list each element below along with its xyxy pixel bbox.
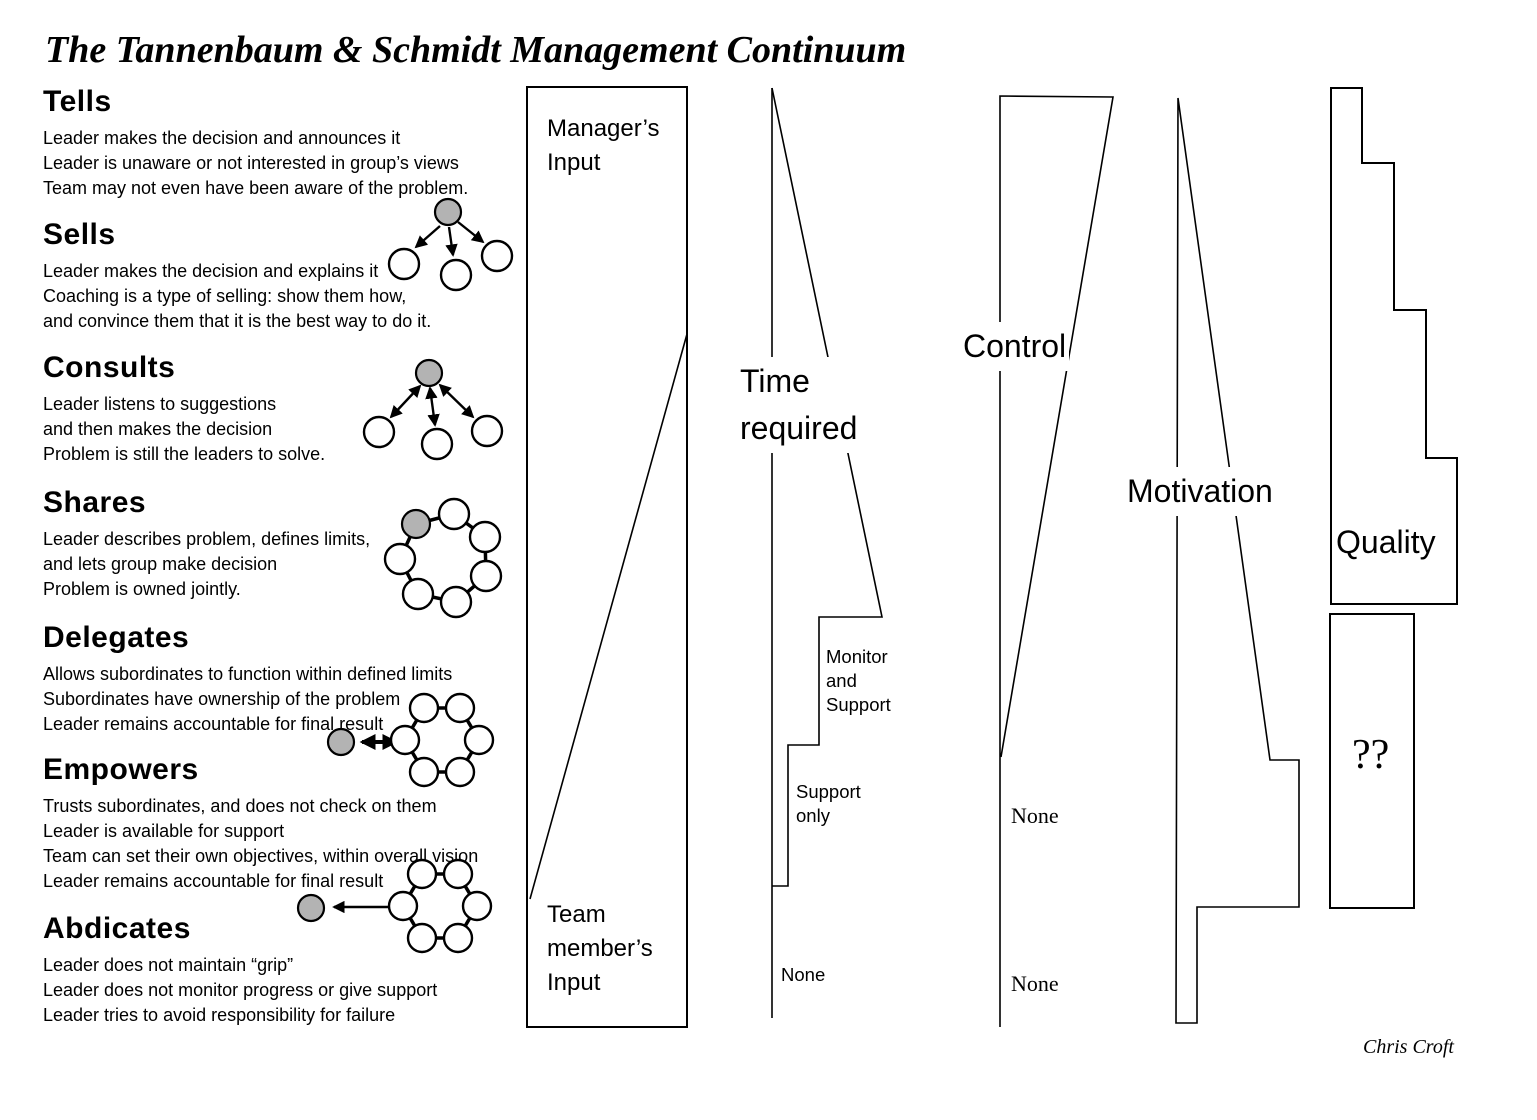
member-node-icon [362, 415, 396, 449]
motivation-label: Motivation [1124, 467, 1276, 516]
style-name-consults: Consults [43, 351, 176, 384]
leader-node-icon [400, 508, 432, 540]
member-node-icon [387, 890, 419, 922]
team-members-input-label: Team member’s Input [547, 901, 653, 996]
page-title: The Tannenbaum & Schmidt Management Cont… [45, 29, 907, 71]
style-line: Subordinates have ownership of the probl… [43, 689, 401, 709]
style-line: Team can set their own objectives, withi… [43, 846, 479, 866]
control-shape [999, 95, 1114, 1027]
monitor-and-support-label: Monitor and Support [826, 646, 891, 715]
leader-node-icon [433, 197, 463, 227]
tells-network-icon [387, 197, 514, 292]
member-node-icon [439, 585, 473, 619]
input-column-shape [526, 86, 688, 1028]
time-none-label: None [781, 964, 826, 985]
style-name-shares: Shares [43, 486, 147, 519]
member-node-icon [420, 427, 454, 461]
style-name-sells: Sells [43, 218, 116, 251]
member-node-icon [468, 520, 502, 554]
style-line: Leader makes the decision and explains i… [43, 261, 379, 281]
style-line: Leader listens to suggestions [43, 394, 277, 414]
section-shares: Shares Leader describes problem, defines… [43, 486, 513, 602]
style-line: Problem is owned jointly. [43, 579, 241, 599]
member-node-icon [408, 756, 440, 788]
style-line: Leader tries to avoid responsibility for… [43, 1005, 396, 1025]
abdicates-ring-icon [296, 858, 493, 954]
section-tells: Tells Leader makes the decision and anno… [43, 85, 513, 201]
style-line: Leader is available for support [43, 821, 285, 841]
style-name-abdicates: Abdicates [43, 912, 191, 945]
section-delegates: Delegates Allows subordinates to functio… [43, 621, 513, 737]
style-line: Leader does not monitor progress or give… [43, 980, 438, 1000]
shares-ring-icon [383, 497, 503, 619]
input-diagonal-line [529, 333, 688, 900]
style-line: Allows subordinates to function within d… [43, 664, 453, 684]
style-line: Leader remains accountable for final res… [43, 714, 384, 734]
member-node-icon [480, 239, 514, 273]
style-line: and lets group make decision [43, 554, 278, 574]
control-none-label: None [1011, 803, 1059, 828]
support-only-label: Support only [796, 781, 861, 826]
style-line: and then makes the decision [43, 419, 273, 439]
leader-node-icon [326, 727, 356, 757]
section-consults: Consults Leader listens to suggestions a… [43, 351, 513, 467]
member-node-icon [439, 258, 473, 292]
style-line: Leader is unaware or not interested in g… [43, 153, 459, 173]
member-node-icon [406, 858, 438, 890]
style-line: Leader remains accountable for final res… [43, 871, 384, 891]
member-node-icon [444, 756, 476, 788]
leader-node-icon [414, 358, 444, 388]
style-name-empowers: Empowers [43, 753, 199, 786]
control-none-label: None [1011, 971, 1059, 996]
style-line: Leader describes problem, defines limits… [43, 529, 371, 549]
section-empowers: Empowers Trusts subordinates, and does n… [43, 753, 513, 894]
member-node-icon [387, 247, 421, 281]
leader-node-icon [296, 893, 326, 923]
time-required-shape [771, 87, 883, 1018]
style-line: Leader does not maintain “grip” [43, 955, 294, 975]
member-node-icon [408, 692, 440, 724]
control-label: Control [960, 322, 1070, 371]
style-line: Coaching is a type of selling: show them… [43, 286, 407, 306]
managers-input-label: Manager’s Input [547, 115, 660, 176]
section-abdicates: Abdicates Leader does not maintain “grip… [43, 912, 513, 1028]
unknown-label: ?? [1352, 732, 1390, 778]
style-line: Trusts subordinates, and does not check … [43, 796, 437, 816]
member-node-icon [401, 577, 435, 611]
member-node-icon [444, 692, 476, 724]
member-node-icon [442, 858, 474, 890]
author-signature: Chris Croft [1363, 1036, 1454, 1058]
style-name-tells: Tells [43, 85, 112, 118]
style-line: and convince them that it is the best wa… [43, 311, 432, 331]
style-name-delegates: Delegates [43, 621, 190, 654]
time-required-label: Time required [737, 357, 891, 453]
style-line: Problem is still the leaders to solve. [43, 444, 326, 464]
member-node-icon [469, 559, 503, 593]
unknown-box [1329, 613, 1415, 909]
consults-network-icon [362, 358, 504, 461]
member-node-icon [437, 497, 471, 531]
quality-step-shape [1330, 87, 1458, 605]
motivation-shape [1175, 97, 1300, 1024]
member-node-icon [463, 724, 495, 756]
member-node-icon [383, 542, 417, 576]
delegates-ring-icon [326, 692, 495, 788]
quality-label: Quality [1335, 518, 1437, 567]
member-node-icon [406, 922, 438, 954]
style-line: Team may not even have been aware of the… [43, 178, 469, 198]
member-node-icon [461, 890, 493, 922]
member-node-icon [470, 414, 504, 448]
section-sells: Sells Leader makes the decision and expl… [43, 218, 513, 334]
member-node-icon [442, 922, 474, 954]
style-line: Leader makes the decision and announces … [43, 128, 401, 148]
member-node-icon [389, 724, 421, 756]
